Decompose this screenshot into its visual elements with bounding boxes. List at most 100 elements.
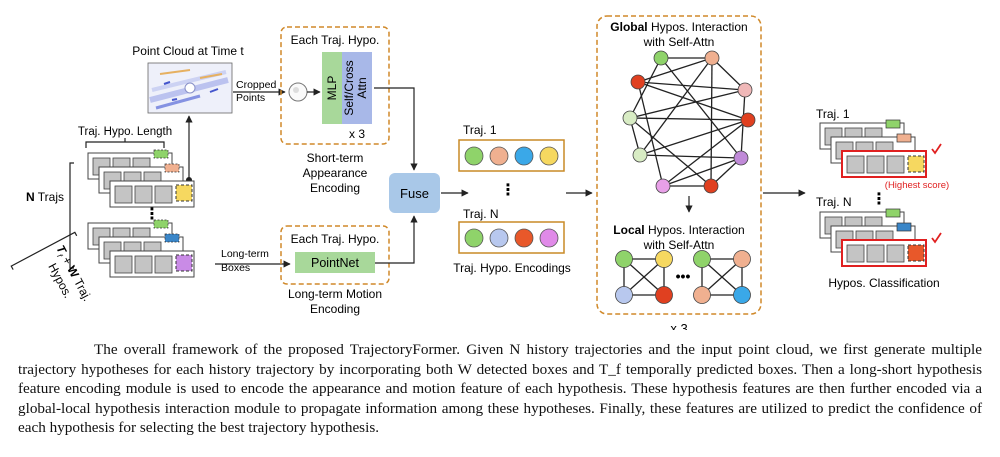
stack-top-cell: [154, 185, 173, 204]
graph-node: [653, 50, 669, 66]
highest-score-label: (Highest score): [885, 180, 949, 191]
output-cell: [846, 155, 865, 174]
graph-edge: [629, 117, 712, 187]
graph-edge: [662, 157, 742, 187]
encoding-circle: [539, 228, 559, 248]
local-node: [733, 286, 751, 304]
encoding-circle: [539, 146, 559, 166]
global-self-attn-label: with Self-Attn: [643, 35, 715, 49]
output-marker: [885, 208, 901, 218]
graph-edge: [637, 57, 713, 83]
output-stack-top: [819, 119, 942, 178]
short-term-box: [280, 26, 390, 145]
stack-top-marker: [153, 149, 169, 159]
encoding-circle: [464, 146, 484, 166]
vertical-dots-left: ⋮: [144, 206, 160, 223]
stack-bottom-marker: [153, 219, 169, 229]
self-cross-attn-label: Self/CrossAttn: [342, 60, 369, 115]
local-node: [693, 286, 711, 304]
graph-edge: [711, 57, 746, 91]
output-traj-1-label: Traj. 1: [816, 107, 850, 121]
stack-bottom-marker: [164, 233, 180, 243]
encoding-circle: [514, 228, 534, 248]
local-node: [655, 250, 673, 268]
pointnet-block: [295, 252, 375, 273]
graph-edge: [639, 119, 749, 156]
fuse-block: [389, 173, 440, 213]
output-stack-bottom: [819, 208, 942, 267]
output-cell: [866, 244, 885, 263]
encoding-circle: [489, 146, 509, 166]
local-ellipsis: •••: [676, 268, 691, 284]
local-edge: [701, 258, 743, 296]
graph-edge: [660, 57, 742, 159]
graph-edge: [662, 119, 749, 187]
encoding-traj-1: [458, 139, 565, 172]
encoding-traj-1-circles: [464, 146, 559, 166]
local-node: [655, 286, 673, 304]
global-interaction-label: Global Hypos. Interaction: [610, 20, 747, 34]
n-trajs-label: N Trajs: [26, 190, 64, 204]
hypos-axis-label: [10, 231, 78, 270]
x3-inner: x 3: [349, 127, 365, 141]
each-traj-hypo-top: Each Traj. Hypo.: [291, 33, 380, 47]
hypothesis-stack-top: [87, 149, 195, 208]
encoding-traj-n-circles: [464, 228, 559, 248]
graph-node: [737, 82, 753, 98]
output-marker: [896, 222, 912, 232]
check-icon: [931, 232, 942, 244]
hypos-classification-label: Hypos. Classification: [828, 276, 939, 290]
encoding-circle: [489, 228, 509, 248]
output-cell: [866, 155, 885, 174]
graph-edge: [629, 117, 749, 121]
graph-edge: [629, 57, 662, 119]
graph-edge: [710, 57, 713, 187]
graph-edge: [637, 81, 746, 91]
mlp-label: MLP: [325, 76, 339, 101]
stack-top-pred-box: [175, 184, 193, 202]
pointnet-label: PointNet: [311, 256, 359, 270]
fuse-label: Fuse: [400, 186, 429, 201]
stack-top-cell: [134, 185, 153, 204]
graph-node: [655, 178, 671, 194]
graph-edge: [637, 81, 749, 121]
point-cloud-label: Point Cloud at Time t: [132, 44, 244, 58]
output-marker: [896, 133, 912, 143]
interaction-box: [596, 15, 762, 315]
stack-top-marker: [164, 163, 180, 173]
point-cloud-image: [147, 62, 233, 114]
mlp-block: [322, 52, 342, 124]
x3-outer: x 3: [670, 321, 687, 330]
encoding-circle: [464, 228, 484, 248]
local-self-attn-label: with Self-Attn: [643, 238, 715, 252]
output-cell: [886, 244, 905, 263]
local-node: [615, 250, 633, 268]
stack-bottom-cell: [114, 255, 133, 274]
output-marker: [885, 119, 901, 129]
local-interaction-label: Local Hypos. Interaction: [613, 223, 744, 237]
encoding-traj-1-label: Traj. 1: [463, 123, 497, 137]
vertical-dots-mid: ⋮: [500, 182, 516, 199]
traj-hypo-length-label: Traj. Hypo. Length: [78, 126, 172, 138]
stack-bottom-pred-box: [175, 254, 193, 272]
output-pred-box: [907, 244, 925, 262]
vertical-dots-right: ⋮: [871, 191, 887, 208]
each-traj-hypo-bottom: Each Traj. Hypo.: [291, 232, 380, 246]
global-interaction-graph: [622, 50, 756, 194]
graph-node: [632, 147, 648, 163]
output-pred-box: [907, 155, 925, 173]
local-node: [733, 250, 751, 268]
output-traj-n-label: Traj. N: [816, 195, 852, 209]
stack-bottom-cell: [134, 255, 153, 274]
encoding-circle: [514, 146, 534, 166]
graph-edge: [639, 154, 742, 159]
graph-edge: [629, 89, 746, 119]
graph-edge: [637, 81, 664, 187]
graph-node: [740, 112, 756, 128]
caption-text: The overall framework of the proposed Tr…: [18, 341, 982, 436]
